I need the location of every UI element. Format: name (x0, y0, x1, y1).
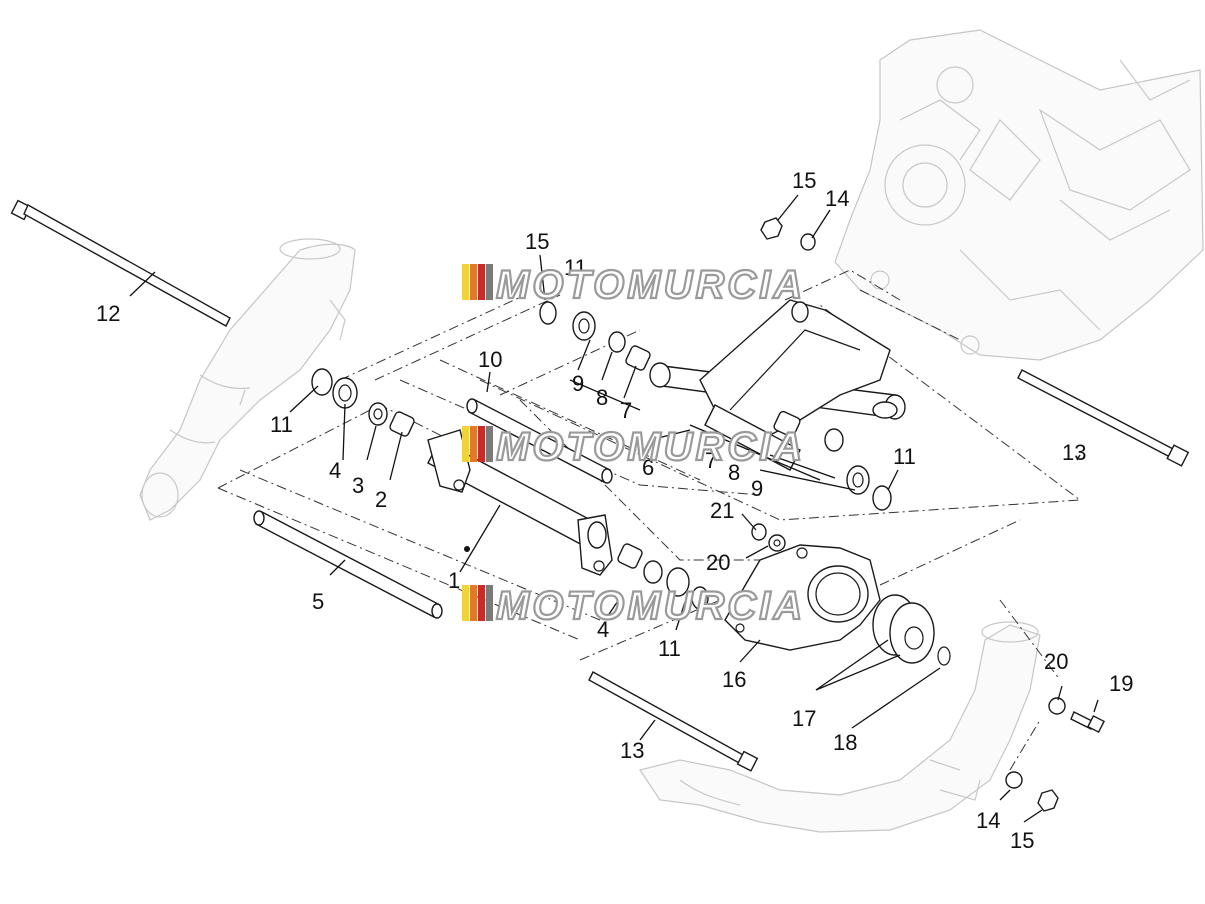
watermark-text: MOTOMURCIA (496, 263, 805, 307)
watermark-text: MOTOMURCIA (496, 425, 805, 469)
watermark-stripe-icon (478, 426, 485, 462)
callout-9-mid: 9 (751, 476, 763, 501)
callout-20-right: 20 (1044, 649, 1068, 674)
bracket-16 (724, 544, 881, 651)
washers-center (751, 523, 786, 552)
swing-arm-bracket (649, 299, 906, 471)
callout-7-top: 7 (620, 398, 632, 423)
callout-14-bottom: 14 (976, 808, 1000, 833)
bolt-19 (1048, 697, 1106, 734)
callout-11-lower: 11 (658, 636, 681, 661)
nut-washer-lower-right (1005, 771, 1059, 812)
callout-21: 21 (710, 498, 734, 523)
callout-7-mid: 7 (705, 448, 717, 473)
bearing-set-right (773, 410, 892, 511)
alignment-lines (217, 269, 1082, 771)
watermark-text: MOTOMURCIA (496, 584, 805, 628)
callout-14-top: 14 (825, 186, 849, 211)
callout-4-left: 4 (329, 458, 341, 483)
watermark-stripe-icon (470, 426, 477, 462)
callout-8-mid: 8 (728, 460, 740, 485)
exhaust-pipe-right-ghost (639, 621, 1041, 833)
exhaust-pipe-left-ghost (139, 238, 356, 521)
callout-1: 1 (448, 568, 460, 593)
callout-18: 18 (833, 730, 857, 755)
watermark-bottom: MOTOMURCIA (462, 583, 805, 629)
long-bolt-13-bottom (588, 671, 759, 772)
bearing-set-top (539, 301, 651, 371)
bearing-set-lower (617, 543, 709, 610)
watermark-stripe-icon (470, 585, 477, 621)
callout-15-bottom: 15 (1010, 828, 1034, 853)
callout-8-top: 8 (596, 385, 608, 410)
callout-13-bottom: 13 (620, 738, 644, 763)
watermark-stripe-icon (462, 426, 469, 462)
callout-19: 19 (1109, 671, 1133, 696)
callout-labels: 1 2 3 4 4 5 6 7 7 8 8 9 9 10 11 11 11 11… (96, 168, 1133, 853)
nut-washer-upper-right (760, 217, 816, 251)
callout-3: 3 (352, 473, 364, 498)
watermark-middle: MOTOMURCIA (462, 424, 805, 470)
watermark-stripe-icon (462, 585, 469, 621)
watermark-stripe-icon (478, 585, 485, 621)
callout-10: 10 (478, 347, 502, 372)
callout-2: 2 (375, 487, 387, 512)
watermark-stripe-icon (478, 264, 485, 300)
callout-13-right: 13 (1062, 440, 1086, 465)
callout-16: 16 (722, 667, 746, 692)
callout-17: 17 (792, 706, 816, 731)
watermark-top: MOTOMURCIA (462, 262, 805, 308)
callout-4-lower: 4 (597, 617, 609, 642)
watermark-stripe-icon (470, 264, 477, 300)
engine-casing-ghost (834, 29, 1204, 361)
watermark-stripe-icon (486, 264, 493, 300)
callout-9-top: 9 (572, 371, 584, 396)
bearing-set-left (311, 368, 415, 437)
long-bolt-13-right (1017, 369, 1190, 467)
watermark-stripe-icon (486, 585, 493, 621)
pin-10 (466, 398, 613, 484)
callout-11-left: 11 (270, 412, 293, 437)
leader-lines (129, 194, 1099, 823)
pin-5 (253, 510, 443, 619)
callout-6: 6 (642, 455, 654, 480)
silent-block-17 (872, 594, 935, 664)
callout-5: 5 (312, 589, 324, 614)
callout-20-center: 20 (706, 550, 730, 575)
callout-15-top: 15 (525, 229, 549, 254)
long-bolt-12 (10, 199, 231, 327)
watermark-stripe-icon (462, 264, 469, 300)
circlip-18 (937, 646, 951, 666)
callout-15-upper-right: 15 (792, 168, 816, 193)
watermark-stripe-icon (486, 426, 493, 462)
swing-arm-tube-1 (427, 429, 613, 576)
callout-12: 12 (96, 301, 120, 326)
callout-11-right: 11 (893, 444, 916, 469)
callout-11-top: 11 (564, 255, 587, 280)
